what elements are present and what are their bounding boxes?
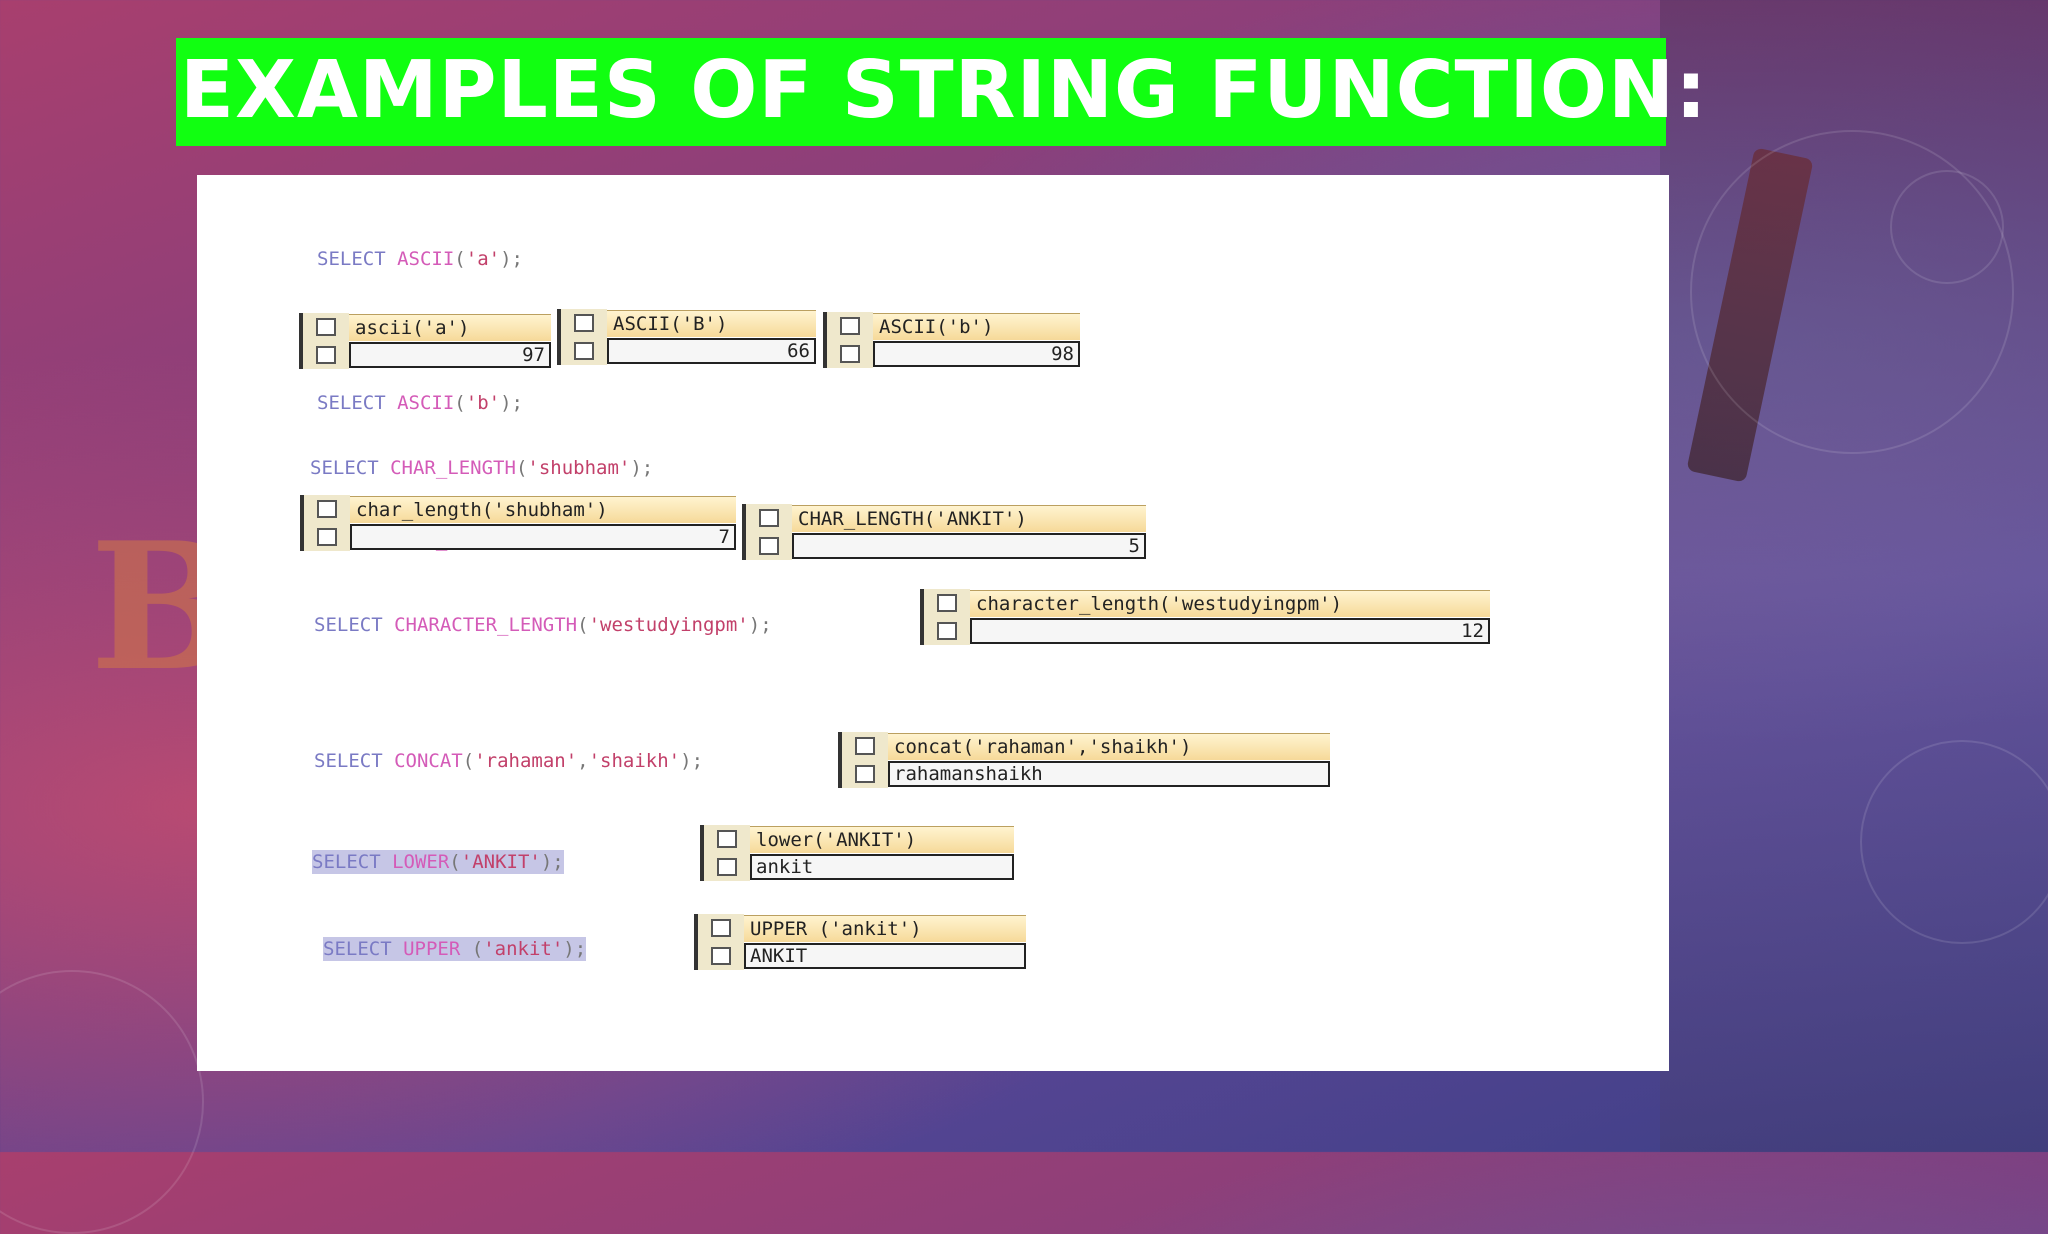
- sql-line: SELECT ASCII('a');: [317, 248, 523, 270]
- row-select-checkbox[interactable]: [827, 340, 873, 368]
- checkbox-icon: [711, 919, 731, 937]
- checkbox-icon: [317, 528, 337, 546]
- result-value-row: 97: [303, 341, 551, 369]
- checkbox-icon: [717, 830, 737, 848]
- checkbox-icon: [574, 314, 594, 332]
- row-select-checkbox[interactable]: [303, 341, 349, 369]
- result-value-row: ANKIT: [698, 942, 1026, 970]
- result-header-row: UPPER ('ankit'): [698, 914, 1026, 942]
- background-ring: [1860, 740, 2048, 944]
- result-header-row: lower('ANKIT'): [704, 825, 1014, 853]
- row-select-checkbox[interactable]: [304, 495, 350, 523]
- result-grid: ascii('a')97: [299, 313, 551, 369]
- result-column-header: concat('rahaman','shaikh'): [888, 732, 1330, 760]
- sql-line: SELECT ASCII('b');: [317, 392, 523, 414]
- checkbox-icon: [937, 594, 957, 612]
- result-cell: ANKIT: [744, 943, 1026, 969]
- checkbox-icon: [574, 342, 594, 360]
- result-cell: rahamanshaikh: [888, 761, 1330, 787]
- result-value-row: rahamanshaikh: [842, 760, 1330, 788]
- result-header-row: ASCII('b'): [827, 312, 1080, 340]
- result-value-row: 5: [746, 532, 1146, 560]
- result-cell: 98: [873, 341, 1080, 367]
- lower-query: SELECT LOWER('ANKIT');: [312, 850, 564, 874]
- background-ring: [1890, 170, 2004, 284]
- row-select-checkbox[interactable]: [842, 760, 888, 788]
- result-header-row: ASCII('B'): [561, 309, 816, 337]
- result-cell: ankit: [750, 854, 1014, 880]
- result-column-header: CHAR_LENGTH('ANKIT'): [792, 504, 1146, 532]
- row-select-checkbox[interactable]: [827, 312, 873, 340]
- result-value-row: 12: [924, 617, 1490, 645]
- result-header-row: CHAR_LENGTH('ANKIT'): [746, 504, 1146, 532]
- checkbox-icon: [840, 345, 860, 363]
- row-select-checkbox[interactable]: [561, 337, 607, 365]
- result-value-row: ankit: [704, 853, 1014, 881]
- checkbox-icon: [316, 318, 336, 336]
- upper-query: SELECT UPPER ('ankit');: [323, 937, 587, 961]
- result-header-row: ascii('a'): [303, 313, 551, 341]
- result-column-header: character_length('westudyingpm'): [970, 589, 1490, 617]
- result-grid: CHAR_LENGTH('ANKIT')5: [742, 504, 1146, 560]
- result-header-row: char_length('shubham'): [304, 495, 736, 523]
- checkbox-icon: [316, 346, 336, 364]
- result-column-header: ASCII('b'): [873, 312, 1080, 340]
- result-value-row: 66: [561, 337, 816, 365]
- examples-panel: SELECT ASCII('a'); SELECT ASCII('B'); SE…: [197, 175, 1669, 1071]
- sql-line: SELECT CHAR_LENGTH('shubham');: [310, 457, 654, 479]
- slide-title: EXAMPLES OF STRING FUNCTION:: [180, 44, 1708, 136]
- checkbox-icon: [711, 947, 731, 965]
- result-column-header: UPPER ('ankit'): [744, 914, 1026, 942]
- result-grid: concat('rahaman','shaikh')rahamanshaikh: [838, 732, 1330, 788]
- concat-query: SELECT CONCAT('rahaman','shaikh');: [314, 750, 704, 772]
- result-column-header: char_length('shubham'): [350, 495, 736, 523]
- background-ring: [1690, 130, 2014, 454]
- title-bar: EXAMPLES OF STRING FUNCTION:: [176, 38, 1707, 146]
- result-grid: lower('ANKIT')ankit: [700, 825, 1014, 881]
- row-select-checkbox[interactable]: [698, 942, 744, 970]
- row-select-checkbox[interactable]: [303, 313, 349, 341]
- row-select-checkbox[interactable]: [924, 589, 970, 617]
- row-select-checkbox[interactable]: [746, 532, 792, 560]
- result-grid: char_length('shubham')7: [300, 495, 736, 551]
- checkbox-icon: [855, 765, 875, 783]
- result-grid: ASCII('B')66: [557, 309, 816, 365]
- result-value-row: 98: [827, 340, 1080, 368]
- checkbox-icon: [759, 509, 779, 527]
- result-cell: 66: [607, 338, 816, 364]
- result-grid: UPPER ('ankit')ANKIT: [694, 914, 1026, 970]
- result-grid: character_length('westudyingpm')12: [920, 589, 1490, 645]
- character-length-query: SELECT CHARACTER_LENGTH('westudyingpm');: [314, 614, 772, 636]
- row-select-checkbox[interactable]: [698, 914, 744, 942]
- checkbox-icon: [759, 537, 779, 555]
- result-header-row: concat('rahaman','shaikh'): [842, 732, 1330, 760]
- result-column-header: ascii('a'): [349, 313, 551, 341]
- result-cell: 7: [350, 524, 736, 550]
- checkbox-icon: [937, 622, 957, 640]
- checkbox-icon: [317, 500, 337, 518]
- checkbox-icon: [855, 737, 875, 755]
- checkbox-icon: [717, 858, 737, 876]
- row-select-checkbox[interactable]: [704, 825, 750, 853]
- result-column-header: ASCII('B'): [607, 309, 816, 337]
- result-cell: 97: [349, 342, 551, 368]
- row-select-checkbox[interactable]: [746, 504, 792, 532]
- checkbox-icon: [840, 317, 860, 335]
- result-column-header: lower('ANKIT'): [750, 825, 1014, 853]
- result-header-row: character_length('westudyingpm'): [924, 589, 1490, 617]
- result-cell: 5: [792, 533, 1146, 559]
- row-select-checkbox[interactable]: [842, 732, 888, 760]
- row-select-checkbox[interactable]: [924, 617, 970, 645]
- row-select-checkbox[interactable]: [304, 523, 350, 551]
- result-value-row: 7: [304, 523, 736, 551]
- result-grid: ASCII('b')98: [823, 312, 1080, 368]
- row-select-checkbox[interactable]: [704, 853, 750, 881]
- background-ring: [0, 970, 204, 1234]
- row-select-checkbox[interactable]: [561, 309, 607, 337]
- result-cell: 12: [970, 618, 1490, 644]
